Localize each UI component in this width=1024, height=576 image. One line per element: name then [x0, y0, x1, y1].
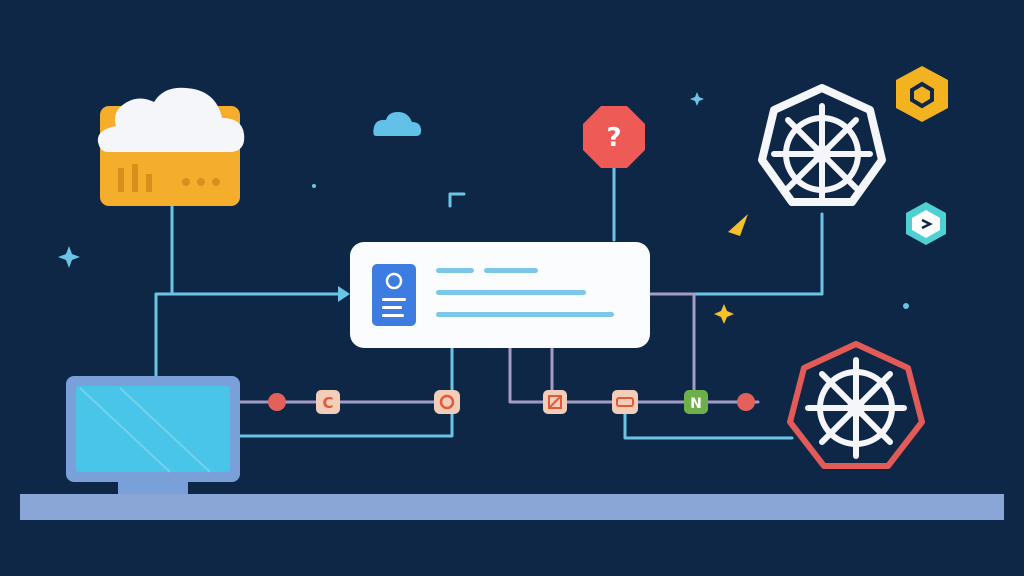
card-text-line	[436, 268, 474, 273]
hex-inner	[910, 81, 934, 109]
hex-arrow	[921, 218, 933, 230]
server-bar	[146, 174, 152, 192]
wheel-hub	[813, 145, 831, 163]
monitor-stand	[118, 482, 188, 494]
question-octagon-icon: ?	[583, 106, 645, 168]
server-led	[182, 178, 190, 186]
hex-inner	[912, 210, 940, 238]
ship-wheel-icon	[758, 84, 886, 206]
monitor-icon	[66, 376, 240, 494]
hexagon-icon	[896, 66, 948, 122]
dot-accent	[903, 303, 909, 309]
screen-reflection	[79, 387, 211, 473]
arrowhead-icon	[338, 286, 350, 302]
node-dot	[737, 393, 755, 411]
sparkle-icon	[58, 246, 80, 268]
server-led	[212, 178, 220, 186]
corner-bracket	[448, 192, 466, 208]
node-box	[543, 390, 567, 414]
monitor-screen	[76, 386, 230, 472]
node-ring	[434, 390, 460, 414]
alert-symbol: ?	[606, 123, 621, 153]
node-n: N	[684, 390, 708, 414]
connector-card-to-green-node	[648, 292, 696, 404]
card-text-line	[436, 290, 586, 295]
node-c: C	[316, 390, 340, 414]
sparkle-icon	[714, 304, 734, 324]
document-line	[382, 306, 402, 309]
connector-server-to-monitor	[154, 292, 174, 380]
document-badge	[385, 272, 403, 290]
hex-shape	[896, 66, 948, 122]
node-dot	[268, 393, 286, 411]
node-chip	[316, 390, 340, 414]
server-bar	[132, 164, 138, 192]
box-icon-slash	[548, 395, 562, 409]
node-green-chip	[684, 390, 708, 414]
node-c-label: C	[322, 394, 333, 412]
server-led	[197, 178, 205, 186]
floor-bar	[20, 494, 1004, 520]
alert-octagon	[583, 106, 645, 168]
node-card	[612, 390, 638, 414]
node-chip	[434, 390, 460, 414]
connector-monitor-to-card	[238, 346, 454, 438]
small-cloud-icon	[373, 112, 422, 136]
service-card	[350, 242, 650, 348]
cloud-shape	[97, 87, 245, 152]
ship-wheel-icon	[787, 341, 925, 469]
card-text-line	[484, 268, 538, 273]
hexagon-icon	[906, 202, 946, 245]
wheel-hub	[847, 399, 865, 417]
card-icon	[616, 397, 634, 407]
node-n-label: N	[690, 396, 702, 412]
server-bar	[118, 168, 124, 192]
card-text-line	[436, 312, 614, 317]
ring-icon	[439, 394, 455, 410]
document-line	[382, 314, 404, 317]
connector-nodes: C N	[268, 390, 755, 414]
dot-accent	[312, 184, 316, 188]
document-icon	[372, 264, 416, 326]
cursor-arrow-icon	[728, 214, 748, 236]
connector-card-to-nodes	[508, 346, 760, 404]
document-line	[382, 298, 406, 301]
sparkle-icon	[690, 92, 704, 106]
node-chip	[612, 390, 638, 414]
connector-card-to-wheel	[648, 212, 824, 296]
cloud-icon	[97, 87, 245, 152]
box-icon	[548, 395, 562, 409]
